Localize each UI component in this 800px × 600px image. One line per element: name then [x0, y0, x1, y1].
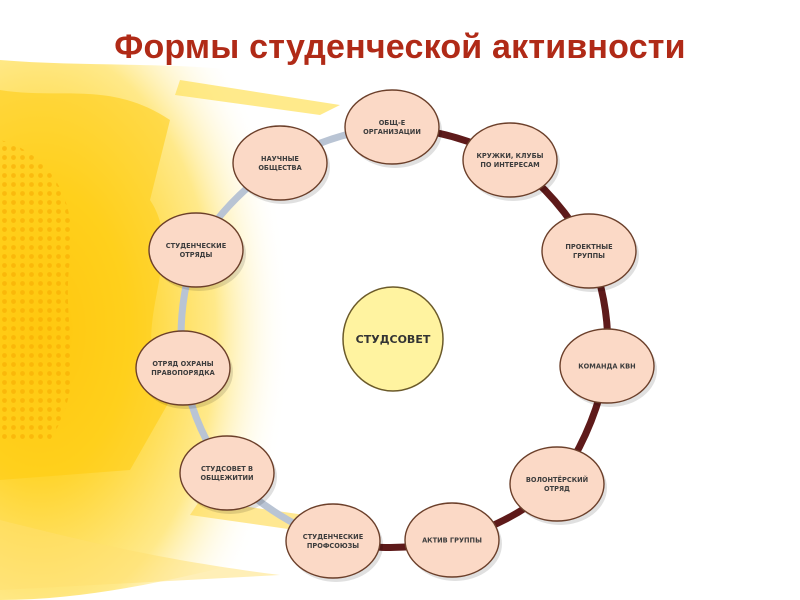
- node-label: ОТРЯД: [544, 485, 570, 493]
- node-kvn: КОМАНДА КВН: [559, 328, 657, 407]
- node-label: ПО ИНТЕРЕСАМ: [480, 161, 539, 169]
- page-title: Формы студенческой активности: [114, 28, 686, 66]
- node-label: СТУДСОВЕТ В: [201, 465, 253, 473]
- node-label: СТУДЕНЧЕСКИЕ: [166, 242, 227, 250]
- node-circle: [179, 435, 275, 511]
- node-circle: [344, 89, 440, 165]
- node-label: ПРОФСОЮЗЫ: [307, 542, 359, 550]
- node-label: ОБЩЕСТВА: [258, 164, 302, 172]
- node-circle: [541, 213, 637, 289]
- node-circle: [462, 122, 558, 198]
- node-circle: [135, 330, 231, 406]
- node-label: АКТИВ ГРУППЫ: [422, 537, 482, 545]
- node-circle: [559, 328, 655, 404]
- node-circle: [232, 125, 328, 201]
- center-label: СТУДСОВЕТ: [356, 333, 431, 346]
- node-label: ПРОЕКТНЫЕ: [565, 243, 613, 251]
- center-node: СТУДСОВЕТ: [342, 286, 444, 392]
- node-label: ОТРЯДЫ: [180, 251, 213, 259]
- node-label: СТУДЕНЧЕСКИЕ: [303, 533, 364, 541]
- node-circle: [404, 502, 500, 578]
- node-label: НАУЧНЫЕ: [261, 155, 299, 163]
- node-label: ВОЛОНТЁРСКИЙ: [526, 475, 588, 484]
- node-label: КРУЖКИ, КЛУБЫ: [477, 152, 544, 160]
- node-circle: [285, 503, 381, 579]
- node-circle: [509, 446, 605, 522]
- node-label: ПРАВОПОРЯДКА: [151, 369, 215, 377]
- node-circle: [148, 212, 244, 288]
- node-label: ГРУППЫ: [573, 252, 605, 260]
- node-label: ОТРЯД ОХРАНЫ: [152, 360, 213, 368]
- node-label: ОРГАНИЗАЦИИ: [363, 128, 421, 136]
- node-label: ОБЩ-Е: [379, 119, 406, 127]
- node-label: ОБЩЕЖИТИИ: [200, 474, 253, 482]
- node-label: КОМАНДА КВН: [578, 363, 635, 371]
- node-aktiv: АКТИВ ГРУППЫ: [404, 502, 502, 581]
